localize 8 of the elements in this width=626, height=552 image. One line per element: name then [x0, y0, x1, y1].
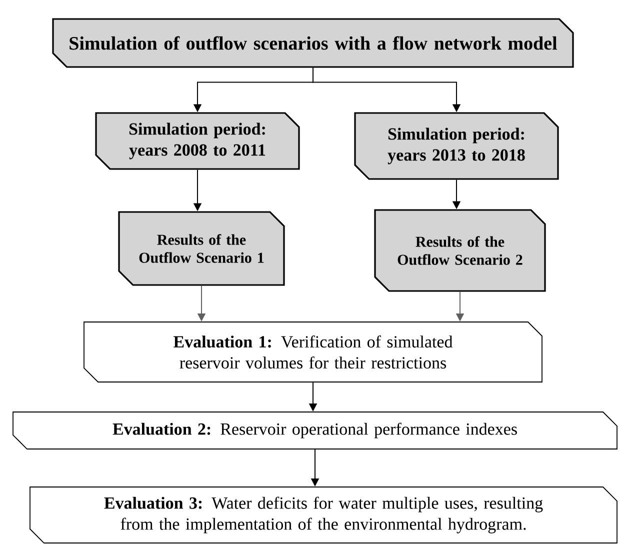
evaluation-box: Evaluation 2: Reservoir operational performance indexes: [12, 412, 618, 450]
process-box: Simulation of outflow scenarios with a flow network model: [52, 18, 574, 68]
process-box: Simulation period: years 2008 to 2011: [95, 112, 300, 170]
process-box: Results of the Outflow Scenario 2: [374, 209, 546, 292]
process-box: Simulation period: years 2013 to 2018: [354, 112, 559, 180]
evaluation-box: Evaluation 1: Verification of simulated reservoir volumes for their restrictions: [84, 322, 542, 382]
process-box: Results of the Outflow Scenario 1: [118, 211, 285, 286]
evaluation-box: Evaluation 3: Water deficits for water multiple uses, resulting from the implementation of the environmental hydrogram.: [30, 486, 618, 544]
